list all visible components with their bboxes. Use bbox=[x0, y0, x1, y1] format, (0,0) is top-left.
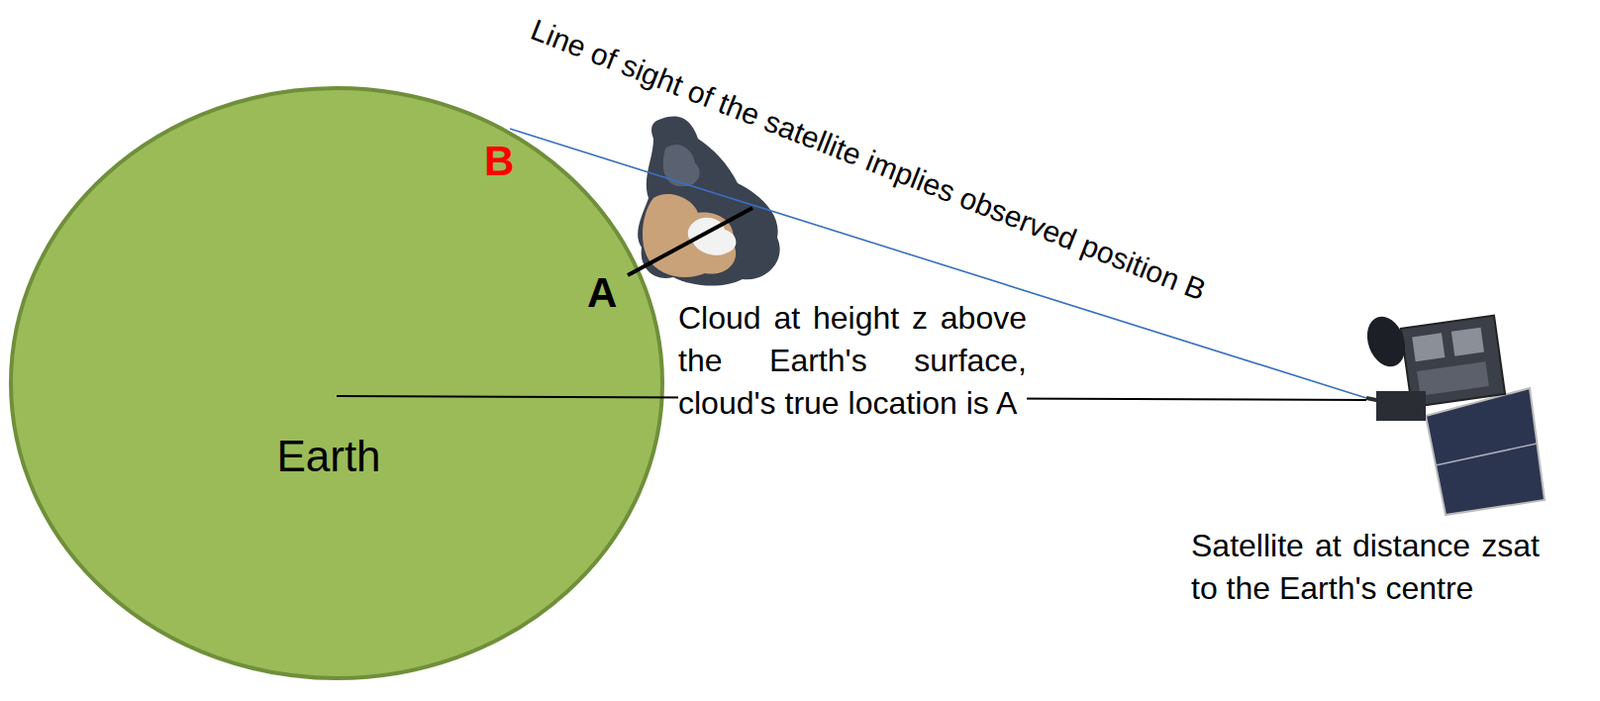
cloud-height-line bbox=[627, 207, 753, 276]
satellite bbox=[1360, 310, 1545, 515]
true-position: A bbox=[587, 265, 617, 321]
earth-outline bbox=[7, 85, 666, 682]
observed-position: B bbox=[484, 133, 514, 190]
cloud-note: Cloud at height z above the Earth's surf… bbox=[678, 297, 1027, 425]
satellite-note: Satellite at distance zsat to the Earth'… bbox=[1191, 524, 1540, 610]
earth-ellipse: Earth bbox=[7, 85, 666, 682]
earth-label: Earth bbox=[276, 431, 381, 482]
